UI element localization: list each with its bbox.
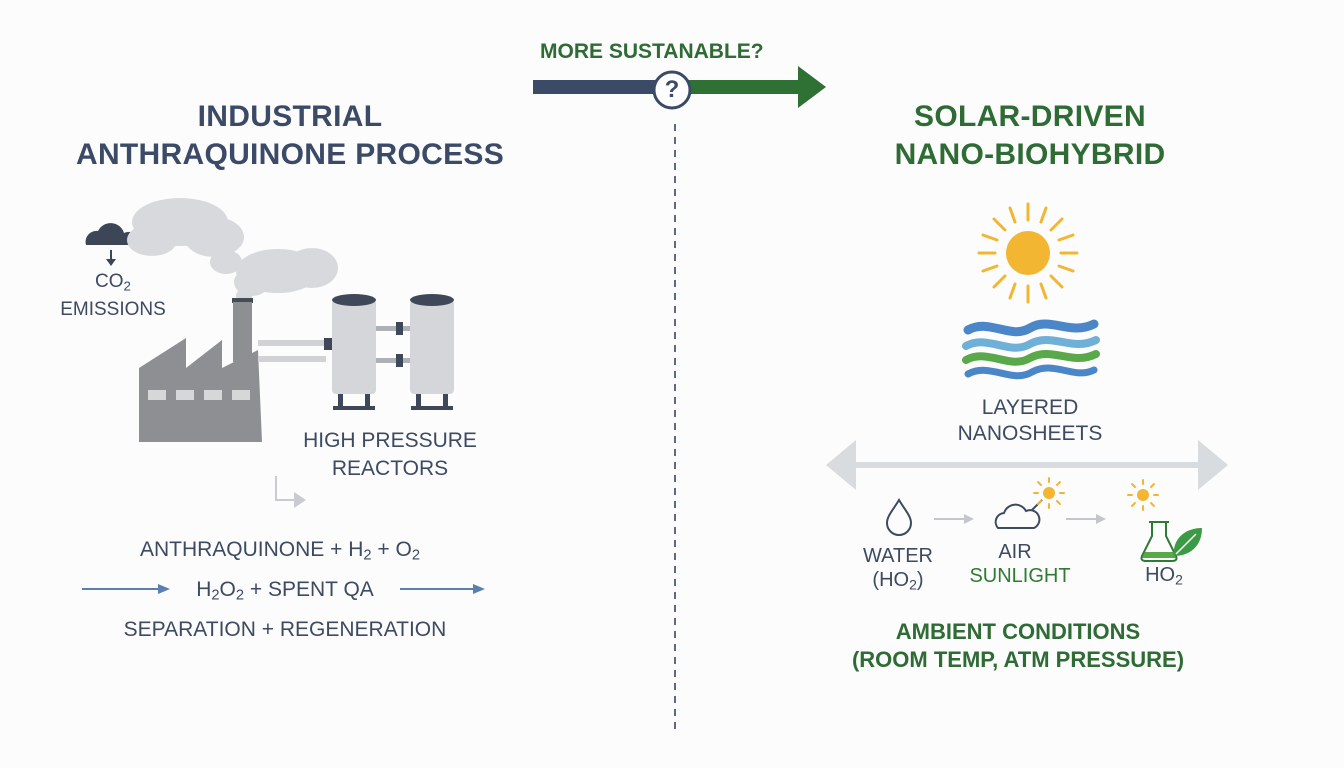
reactors-line1: HIGH PRESSURE: [303, 429, 477, 452]
equation-line3: SEPARATION + REGENERATION: [123, 618, 447, 641]
equation-line1: ANTHRAQUINONE + H2 + O2: [139, 538, 421, 564]
sun-icon: [977, 202, 1079, 304]
comparison-question: MORE SUSTANABLE?: [540, 40, 764, 63]
ambient-line1: AMBIENT CONDITIONS: [895, 619, 1141, 644]
emissions-label: CO2 EMISSIONS: [48, 270, 178, 322]
right-title-line1: SOLAR-DRIVEN: [914, 100, 1146, 133]
water-drop-icon: [885, 498, 913, 536]
equation-line2: H2O2 + SPENT QA: [196, 578, 374, 604]
step-arrow-1: [934, 514, 974, 524]
small-sun-icon-1: [1033, 477, 1065, 509]
water-line1: WATER: [863, 545, 933, 567]
cloud-outline-icon: [994, 503, 1041, 529]
left-title-line1: INDUSTRIAL: [197, 100, 383, 133]
equation-arrow-right: [400, 584, 485, 594]
question-circle: [652, 70, 692, 110]
leaf-vein: [1175, 533, 1197, 555]
step-arrow-2: [1066, 514, 1106, 524]
co2-formula: CO2: [95, 271, 131, 294]
water-label: WATER (HO2): [848, 544, 948, 597]
ambient-conditions: AMBIENT CONDITIONS (ROOM TEMP, ATM PRESS…: [840, 618, 1196, 674]
product-label: HO2: [1145, 564, 1183, 588]
factory-icon: [139, 298, 326, 442]
emissions-text: EMISSIONS: [60, 299, 166, 321]
nanosheets-line2: NANOSHEETS: [957, 422, 1103, 445]
ambient-line2: (ROOM TEMP, ATM PRESSURE): [851, 647, 1185, 672]
sunlight-label: SUNLIGHT: [969, 565, 1071, 587]
question-mark: ?: [664, 76, 680, 103]
air-label: AIR: [998, 541, 1032, 563]
double-arrow: [826, 440, 1228, 490]
reactors-label: HIGH PRESSURE REACTORS: [290, 427, 490, 483]
reactors-line2: REACTORS: [331, 457, 449, 480]
smoke-icon: [127, 198, 338, 303]
reactor-icon-2: [376, 294, 454, 410]
nanosheets-icon: [962, 319, 1100, 380]
left-title: INDUSTRIAL ANTHRAQUINONE PROCESS: [60, 98, 520, 174]
nanosheets-line1: LAYERED: [981, 396, 1079, 419]
reactor-icon-1: [324, 294, 376, 410]
flask-icon: [1140, 521, 1178, 562]
comparison-arrow: [533, 66, 826, 108]
nanosheets-label: LAYERED NANOSHEETS: [930, 395, 1130, 447]
left-title-line2: ANTHRAQUINONE PROCESS: [76, 138, 504, 171]
right-title-line2: NANO-BIOHYBRID: [894, 138, 1166, 171]
equation-arrow-left: [82, 584, 170, 594]
water-line2: (HO2): [872, 569, 924, 593]
right-title: SOLAR-DRIVEN NANO-BIOHYBRID: [830, 98, 1230, 174]
cloud-icon: [85, 223, 139, 266]
faint-step-arrow: [275, 476, 306, 508]
small-sun-icon-2: [1127, 479, 1159, 511]
